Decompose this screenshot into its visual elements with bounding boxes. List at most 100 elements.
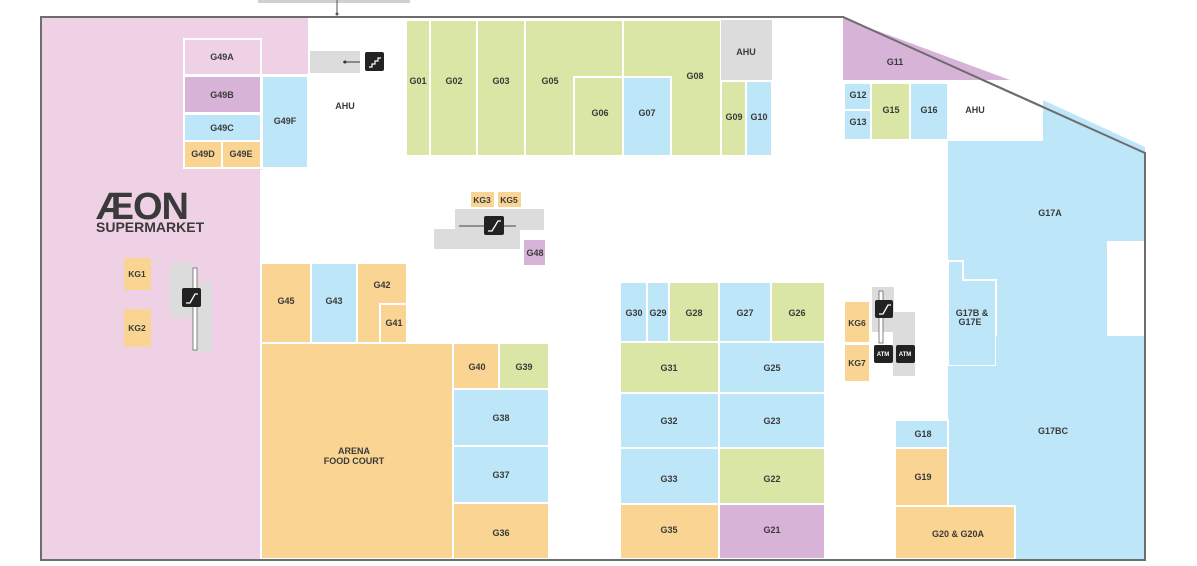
unit-g17bc[interactable]	[948, 336, 1145, 559]
label-g20: G20 & G20A	[932, 529, 985, 539]
label-g08: G08	[686, 71, 703, 81]
label-g03: G03	[492, 76, 509, 86]
label-g36: G36	[492, 528, 509, 538]
unit-g45[interactable]	[260, 262, 312, 344]
label-food-court: FOOD COURT	[324, 456, 385, 466]
label-g49d: G49D	[191, 149, 215, 159]
label-g12: G12	[849, 90, 866, 100]
unit-g01[interactable]	[405, 19, 431, 157]
label-arena: ARENA	[338, 446, 371, 456]
kiosk-kg1[interactable]	[124, 258, 151, 290]
unit-g19[interactable]	[894, 447, 949, 507]
label-g17bc: G17BC	[1038, 426, 1069, 436]
label-g49e: G49E	[229, 149, 252, 159]
unit-g18[interactable]	[894, 419, 949, 449]
unit-g25[interactable]	[718, 341, 826, 394]
escalator-icon	[484, 216, 504, 235]
unit-g41[interactable]	[379, 303, 408, 344]
unit-g49a[interactable]	[183, 38, 262, 76]
label-g19: G19	[914, 472, 931, 482]
label-g17b-e-1: G17B &	[956, 308, 989, 318]
label-g17a: G17A	[1038, 208, 1062, 218]
label-g32: G32	[660, 416, 677, 426]
label-ahu-2: AHU	[736, 47, 756, 57]
unit-g17a[interactable]	[948, 100, 1145, 336]
label-g16: G16	[920, 105, 937, 115]
label-g21: G21	[763, 525, 780, 535]
label-g29: G29	[649, 308, 666, 318]
unit-g36[interactable]	[452, 502, 550, 560]
label-g49c: G49C	[210, 123, 234, 133]
label-g33: G33	[660, 474, 677, 484]
unit-g10[interactable]	[745, 80, 773, 157]
kiosk-kg2[interactable]	[124, 309, 151, 347]
label-g05: G05	[541, 76, 558, 86]
label-kg7: KG7	[848, 358, 866, 368]
north-shops	[405, 19, 773, 157]
unit-labels: G49A G49B G49C G49D G49E G49F AHU G01 G0…	[128, 47, 1068, 539]
kiosk-kg3[interactable]	[471, 192, 494, 207]
northeast-shops	[843, 18, 1145, 559]
unit-g12[interactable]	[843, 82, 872, 111]
escalator-icon	[875, 300, 893, 318]
label-g10: G10	[750, 112, 767, 122]
label-g26: G26	[788, 308, 805, 318]
label-g45: G45	[277, 296, 294, 306]
entrance-marker	[258, 0, 410, 16]
label-g49a: G49A	[210, 52, 234, 62]
kiosk-kg5[interactable]	[498, 192, 521, 207]
label-g30: G30	[625, 308, 642, 318]
unit-g23[interactable]	[718, 392, 826, 449]
label-ahu-1: AHU	[335, 101, 355, 111]
unit-g03[interactable]	[476, 19, 526, 157]
west-central-shops	[260, 262, 550, 560]
label-g31: G31	[660, 363, 677, 373]
unit-g02[interactable]	[429, 19, 478, 157]
label-g48: G48	[526, 248, 543, 258]
label-g02: G02	[445, 76, 462, 86]
label-g38: G38	[492, 413, 509, 423]
unit-g21[interactable]	[718, 503, 826, 560]
label-g35: G35	[660, 525, 677, 535]
g49-cluster	[183, 38, 309, 169]
label-g23: G23	[763, 416, 780, 426]
label-ahu-3: AHU	[965, 105, 985, 115]
label-g01: G01	[409, 76, 426, 86]
unit-g20-g20a[interactable]	[894, 505, 1016, 560]
label-g41: G41	[385, 318, 402, 328]
label-kg1: KG1	[128, 269, 146, 279]
central-shops	[619, 281, 826, 560]
stairs-top	[310, 51, 384, 73]
label-g13: G13	[849, 117, 866, 127]
label-g25: G25	[763, 363, 780, 373]
atm-2[interactable]	[896, 345, 915, 363]
label-g28: G28	[685, 308, 702, 318]
label-g15: G15	[882, 105, 899, 115]
unit-g11-fill	[843, 18, 1010, 80]
aeon-logo-text: ÆON	[96, 186, 188, 228]
unit-g16[interactable]	[909, 82, 949, 141]
label-g40: G40	[468, 362, 485, 372]
unit-g49f[interactable]	[261, 75, 309, 169]
supermarket-label: SUPERMARKET	[96, 219, 205, 235]
label-kg2: KG2	[128, 323, 146, 333]
label-g09: G09	[725, 112, 742, 122]
unit-g40[interactable]	[452, 342, 500, 390]
atm-1[interactable]	[874, 345, 893, 363]
unit-g48[interactable]	[524, 240, 545, 265]
label-g27: G27	[736, 308, 753, 318]
label-g43: G43	[325, 296, 342, 306]
label-g18: G18	[914, 429, 931, 439]
unit-g06[interactable]	[573, 76, 624, 157]
unit-ahu-1	[721, 20, 772, 80]
unit-g22[interactable]	[718, 447, 826, 505]
kiosk-kg6[interactable]	[845, 302, 869, 342]
escalator-central	[434, 209, 544, 249]
label-g11: G11	[887, 57, 904, 67]
label-kg3: KG3	[473, 195, 491, 205]
label-g17b-e-2: G17E	[958, 317, 981, 327]
kiosk-kg7[interactable]	[845, 345, 869, 381]
label-g06: G06	[591, 108, 608, 118]
label-kg5: KG5	[500, 195, 518, 205]
unit-g28[interactable]	[668, 281, 720, 343]
